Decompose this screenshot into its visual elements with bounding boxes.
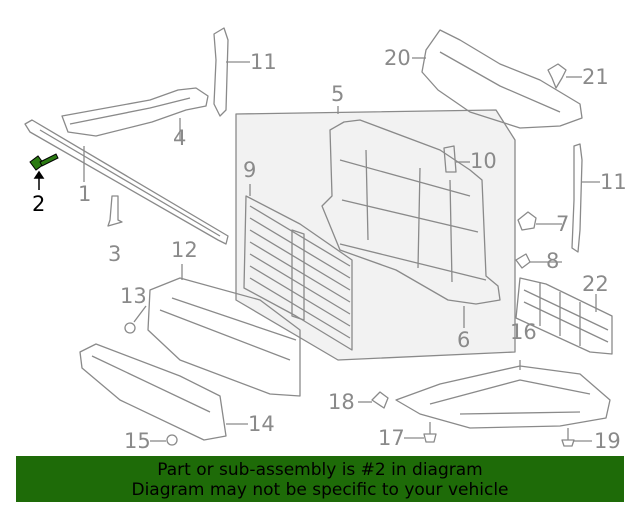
banner-line-part: Part or sub-assembly is #2 in diagram [157, 460, 483, 480]
part-6-frame [321, 119, 501, 305]
part-13-clip [124, 322, 136, 334]
part-8-fastener [515, 253, 531, 269]
part-4-tie-bar [61, 87, 209, 137]
callout-14[interactable]: 14 [248, 412, 275, 436]
callout-18[interactable]: 18 [328, 390, 355, 414]
callout-15[interactable]: 15 [124, 429, 151, 453]
callout-2[interactable]: 2 [32, 192, 46, 216]
callout-17[interactable]: 17 [378, 426, 405, 450]
callout-6[interactable]: 6 [457, 328, 471, 352]
callout-19[interactable]: 19 [594, 429, 621, 453]
notice-banner: Part or sub-assembly is #2 in diagram Di… [16, 456, 624, 502]
callout-21[interactable]: 21 [582, 65, 609, 89]
part-10-clip [443, 145, 457, 173]
part-12-air-guide [147, 277, 301, 397]
callout-9[interactable]: 9 [243, 158, 257, 182]
part-11b-bracket [571, 143, 583, 253]
part-11a-bracket [213, 27, 229, 117]
part-19-pin [561, 428, 575, 447]
part-3-bolt [107, 195, 123, 227]
callout-4[interactable]: 4 [173, 126, 187, 150]
assembly-box-outline [235, 109, 516, 361]
part-21-clip [547, 63, 567, 89]
part-7-fastener [517, 211, 537, 231]
callout-12[interactable]: 12 [171, 238, 198, 262]
callout-1[interactable]: 1 [78, 182, 92, 206]
callout-16[interactable]: 16 [510, 320, 537, 344]
part-2-bolt [29, 153, 59, 171]
callout-11b[interactable]: 11 [600, 170, 627, 194]
callout-10[interactable]: 10 [470, 149, 497, 173]
part-14-reinforcement [79, 343, 227, 441]
callout-5[interactable]: 5 [331, 82, 345, 106]
callout-20[interactable]: 20 [384, 46, 411, 70]
part-20-deflector [421, 29, 583, 129]
callout-8[interactable]: 8 [546, 249, 560, 273]
part-15-clip [166, 434, 178, 446]
parts-diagram [24, 27, 613, 447]
part-22-panel [515, 277, 613, 355]
callout-7[interactable]: 7 [556, 212, 570, 236]
callout-3[interactable]: 3 [108, 242, 122, 266]
part-18-clip [371, 391, 389, 409]
part-1-rail [24, 119, 229, 245]
part-16-undertray [395, 365, 611, 429]
callout-11a[interactable]: 11 [250, 50, 277, 74]
part-9-shutter [243, 195, 353, 351]
part-17-pin [423, 422, 437, 443]
callout-22[interactable]: 22 [582, 272, 609, 296]
callout-13[interactable]: 13 [120, 284, 147, 308]
banner-line-disclaimer: Diagram may not be specific to your vehi… [131, 480, 509, 500]
